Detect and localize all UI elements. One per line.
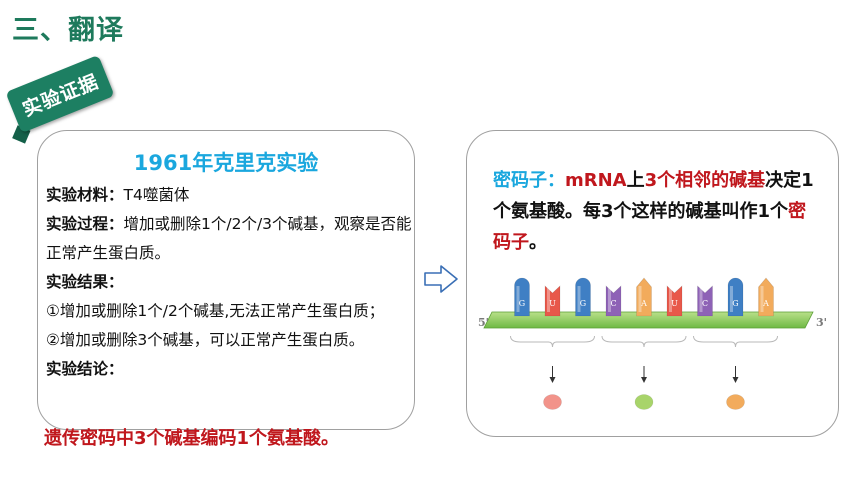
result-2: ②增加或删除3个碱基，可以正常产生蛋白质。 bbox=[46, 331, 365, 349]
codon-term-2: 密码子 bbox=[493, 201, 807, 253]
arrow-right-icon bbox=[424, 265, 458, 293]
results-label: 实验结果： bbox=[46, 273, 124, 291]
amino-acid bbox=[543, 394, 562, 410]
mrna-codon-diagram: 5' 3' G U G C A U C G A bbox=[478, 277, 827, 410]
base-letter: G bbox=[519, 299, 525, 308]
three-prime-label: 3' bbox=[816, 316, 827, 329]
process-label: 实验过程： bbox=[46, 215, 124, 233]
codon-term: 密码子： bbox=[493, 170, 565, 191]
nucleotide-base: G bbox=[727, 277, 744, 317]
badge-label: 实验证据 bbox=[19, 70, 102, 121]
nucleotide-base: U bbox=[544, 285, 561, 317]
nucleotide-base: A bbox=[758, 277, 774, 317]
arrow-head bbox=[641, 377, 647, 383]
results-line: 实验结果： bbox=[46, 268, 416, 297]
nucleotide-base: G bbox=[575, 277, 591, 317]
five-prime-label: 5' bbox=[478, 316, 489, 329]
nucleotide-base: C bbox=[605, 285, 622, 317]
process-value: 增加或删除1个/2个/3个碱基，观察是否能正常产生蛋白质。 bbox=[46, 215, 412, 262]
materials-value: T4噬菌体 bbox=[123, 186, 190, 204]
nucleotide-base: C bbox=[697, 285, 713, 317]
on-word: 上 bbox=[626, 170, 645, 191]
base-letter: A bbox=[640, 299, 647, 308]
experiment-evidence-badge: 实验证据 bbox=[5, 54, 115, 134]
amino-acid bbox=[726, 394, 745, 410]
conclusion-text: 遗传密码中3个碱基编码1个氨基酸。 bbox=[44, 428, 340, 449]
arrow-head bbox=[732, 377, 739, 383]
codon-group bbox=[601, 335, 687, 410]
experiment-body: 实验材料：T4噬菌体 实验过程：增加或删除1个/2个/3个碱基，观察是否能正常产… bbox=[46, 181, 416, 384]
result-1: ①增加或删除1个/2个碱基,无法正常产生蛋白质； bbox=[46, 302, 385, 320]
base-letter: C bbox=[702, 299, 708, 308]
base-letter: G bbox=[580, 299, 586, 308]
arrow-head bbox=[549, 377, 556, 383]
codon-group bbox=[693, 335, 778, 410]
nucleotide-base: A bbox=[636, 277, 652, 317]
conclusion-line: 实验结论： bbox=[46, 355, 416, 384]
adjacent-bases: 3个相邻的碱基 bbox=[644, 170, 766, 191]
process-line: 实验过程：增加或删除1个/2个/3个碱基，观察是否能正常产生蛋白质。 bbox=[46, 210, 416, 268]
amino-acid bbox=[634, 394, 654, 410]
mrna-term: mRNA bbox=[565, 170, 627, 191]
base-letter: C bbox=[610, 299, 616, 308]
section-title: 三、翻译 bbox=[12, 15, 124, 46]
experiment-title: 1961年克里克实验 bbox=[133, 151, 319, 175]
codon-brace bbox=[601, 335, 687, 348]
nucleotide-base: G bbox=[514, 277, 530, 317]
base-letter: A bbox=[762, 299, 769, 308]
base-letter: G bbox=[732, 299, 738, 308]
codon-definition: 密码子：mRNA上3个相邻的碱基决定1个氨基酸。每3个这样的碱基叫作1个密码子。 bbox=[493, 165, 823, 258]
conclusion-label: 实验结论： bbox=[46, 360, 124, 378]
base-letter: U bbox=[671, 299, 678, 308]
experiment-card: 1961年克里克实验 实验材料：T4噬菌体 实验过程：增加或删除1个/2个/3个… bbox=[37, 130, 415, 430]
nucleotide-base: U bbox=[666, 285, 683, 317]
materials-line: 实验材料：T4噬菌体 bbox=[46, 181, 416, 210]
codon-brace bbox=[693, 335, 778, 348]
codon-brace bbox=[510, 335, 595, 348]
materials-label: 实验材料： bbox=[46, 186, 124, 204]
base-letter: U bbox=[549, 299, 556, 308]
period: 。 bbox=[529, 232, 547, 253]
codon-group bbox=[510, 335, 595, 410]
determines-text: 决定1个氨基酸。每3个这样的碱基叫作1个 bbox=[493, 170, 814, 222]
